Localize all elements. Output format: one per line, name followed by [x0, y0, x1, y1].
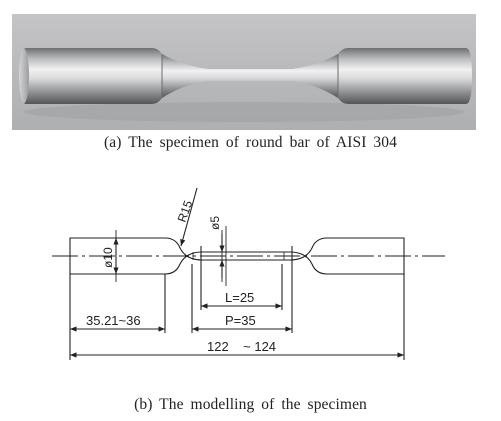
radius-leader	[180, 187, 198, 247]
caption-photo: (a) The specimen of round bar of AISI 30…	[104, 134, 397, 151]
reduced-section	[162, 54, 338, 98]
small-diameter-label: ø5	[208, 216, 222, 230]
large-diameter-label: ø10	[101, 247, 115, 268]
total-length-label: 122 ~ 124	[207, 339, 276, 354]
radius-label: R15	[175, 198, 196, 224]
parallel-length-label: P=35	[225, 313, 256, 328]
specimen-drawing: R15 ø5 ø10 L=25 P=35 35.21~36 122 ~ 124	[52, 187, 445, 360]
grip-length-label: 35.21~36	[86, 313, 141, 328]
right-grip	[338, 48, 472, 104]
left-grip	[20, 48, 162, 104]
gauge-length-label: L=25	[225, 290, 254, 305]
caption-drawing: (b) The modelling of the specimen	[134, 396, 367, 413]
specimen-photo	[12, 14, 476, 130]
